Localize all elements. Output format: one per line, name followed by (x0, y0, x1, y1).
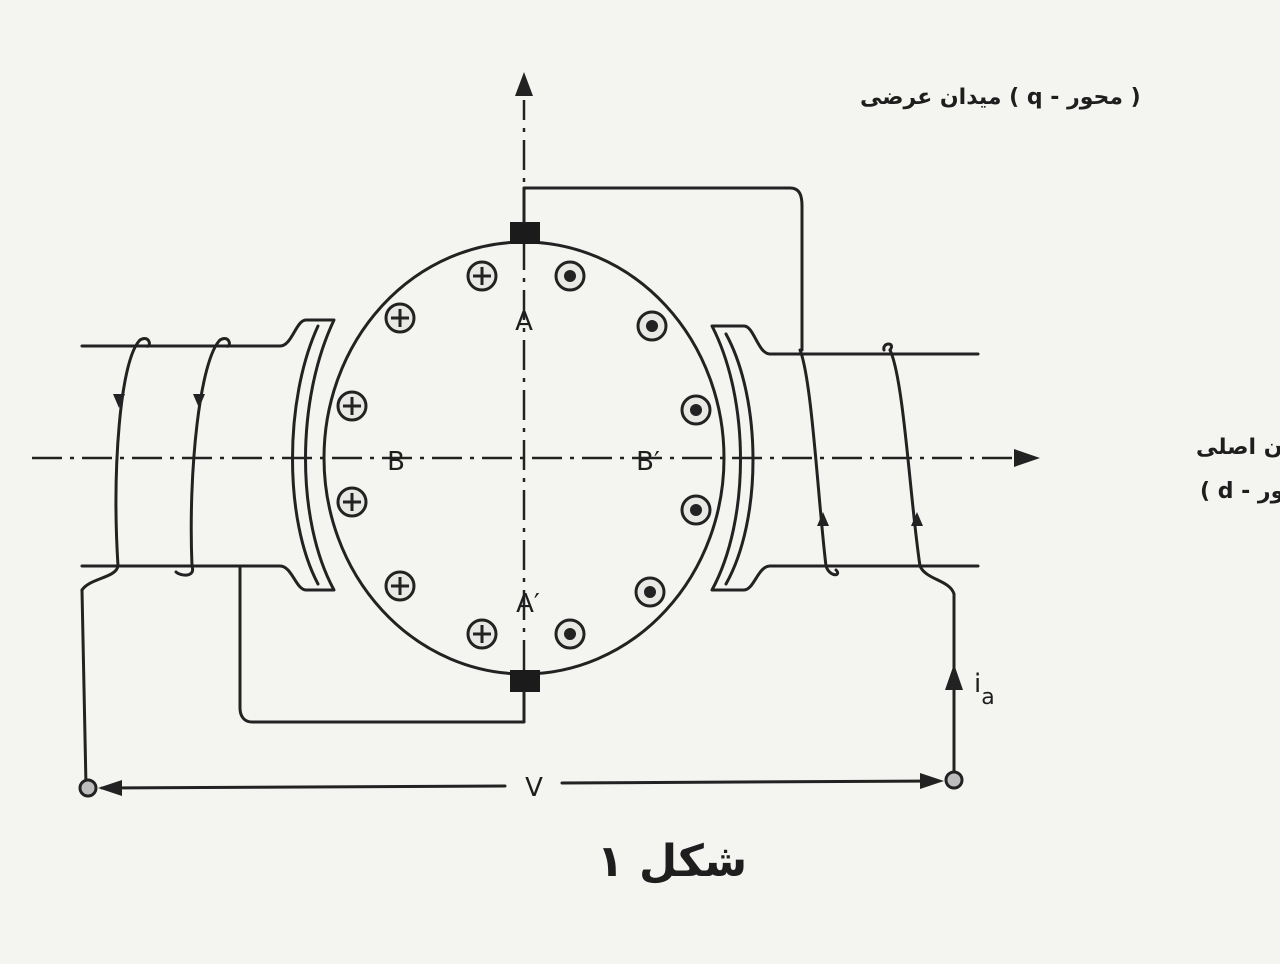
left-field-winding (80, 337, 231, 592)
figure-caption: شکل ۱ (597, 836, 747, 887)
d-axis (32, 449, 1040, 467)
conductor-cross (384, 302, 416, 334)
left-terminal (78, 778, 98, 798)
label-b-prime: B′ (636, 447, 660, 477)
current-label: ia (974, 669, 995, 710)
conductor-dot (554, 260, 586, 292)
d-axis-label-line2: ( محور - d ) (1200, 479, 1280, 504)
right-field-winding (798, 342, 956, 596)
conductor-cross (466, 260, 498, 292)
q-axis (515, 72, 533, 720)
label-b: B (387, 447, 405, 477)
voltage-arrow (98, 773, 944, 796)
armature-connections (80, 186, 963, 788)
conductor-dot (680, 494, 712, 526)
right-pole (710, 324, 980, 592)
brush-label-a-prime: A′ (516, 589, 540, 619)
d-axis-label-line1: میدان اصلی (1196, 435, 1280, 460)
conductor-cross (336, 390, 368, 422)
armature-conductors (336, 260, 712, 650)
conductor-cross (336, 486, 368, 518)
brush-top (510, 222, 540, 244)
brush-label-a: A (515, 307, 533, 337)
q-axis-label: ( محور - q ) میدان عرضی (860, 85, 1141, 110)
conductor-dot (634, 576, 666, 608)
conductor-dot (554, 618, 586, 650)
conductor-dot (636, 310, 668, 342)
right-terminal (944, 770, 964, 790)
voltage-label: V (525, 773, 543, 803)
conductor-dot (680, 394, 712, 426)
conductor-cross (466, 618, 498, 650)
left-pole (80, 318, 336, 592)
brush-bottom (510, 670, 540, 692)
conductor-cross (384, 570, 416, 602)
